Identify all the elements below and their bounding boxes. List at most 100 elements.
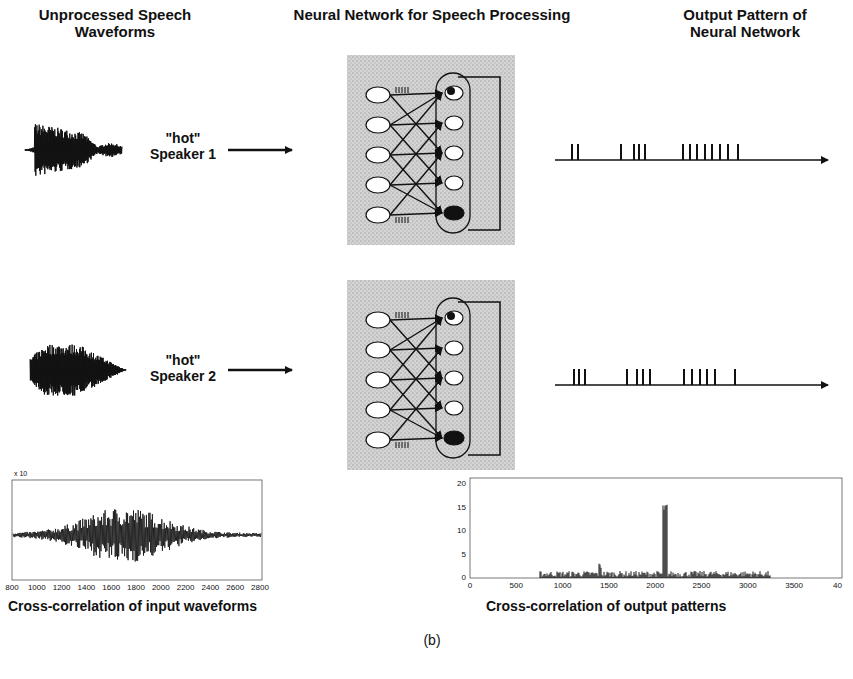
output-neuron — [444, 431, 464, 445]
output-spike — [689, 144, 691, 160]
tick-label: 2000 — [646, 581, 664, 590]
output-neuron — [445, 401, 463, 415]
speech-waveform — [30, 345, 126, 396]
output-neuron — [445, 341, 463, 355]
output-spike — [706, 369, 708, 385]
tick-label: 2200 — [177, 583, 195, 592]
spike-tick — [408, 217, 409, 223]
tick-label: 1600 — [102, 583, 120, 592]
chart-frame — [470, 478, 842, 578]
tick-label: 15 — [457, 503, 466, 512]
output-neuron — [444, 206, 464, 220]
spike-tick — [405, 87, 406, 93]
output-correlation-trace — [540, 505, 770, 578]
output-spike — [626, 369, 628, 385]
input-neuron — [366, 342, 390, 358]
tick-label: 1200 — [53, 583, 71, 592]
output-neuron — [445, 86, 463, 100]
tick-label: 2500 — [693, 581, 711, 590]
tick-label: 2600 — [226, 583, 244, 592]
tick-label: 10 — [457, 526, 466, 535]
spike-tick — [396, 442, 397, 448]
spike-tick — [402, 312, 403, 318]
chart-title: Cross-correlation of output patterns — [486, 598, 726, 614]
output-spike — [649, 369, 651, 385]
output-spike — [577, 144, 579, 160]
tick-label: 3500 — [785, 581, 803, 590]
output-spike — [696, 144, 698, 160]
input-neuron — [366, 207, 390, 223]
time-axis — [555, 159, 828, 161]
spike-tick — [399, 442, 400, 448]
network-panel — [347, 280, 515, 470]
input-arrow — [228, 369, 292, 372]
tick-label: 0 — [462, 573, 466, 582]
output-spike — [636, 369, 638, 385]
synapse-arrow — [390, 318, 442, 320]
input-neuron — [366, 372, 390, 388]
chart-title: Cross-correlation of input waveforms — [8, 598, 257, 614]
output-neuron — [445, 311, 463, 325]
input-neuron — [366, 87, 390, 103]
spike-tick — [408, 312, 409, 318]
input-neuron — [366, 432, 390, 448]
spike-tick — [396, 312, 397, 318]
output-neuron — [445, 116, 463, 130]
tick-label: 500 — [510, 581, 523, 590]
input-neuron — [366, 312, 390, 328]
tick-label: 1000 — [554, 581, 572, 590]
output-spike — [727, 144, 729, 160]
tick-label: 1400 — [78, 583, 96, 592]
synapse-arrow — [390, 93, 442, 155]
synapse-arrow — [390, 318, 442, 350]
speech-waveform — [25, 124, 122, 176]
synapse-arrow — [390, 318, 442, 380]
spike-tick — [399, 87, 400, 93]
feedback-wire — [458, 302, 500, 455]
output-spike — [691, 369, 693, 385]
figure-caption: (b) — [423, 632, 440, 648]
output-spike — [704, 144, 706, 160]
tick-label: 800 — [5, 583, 18, 592]
synapse-arrow — [390, 93, 442, 95]
output-spike — [642, 369, 644, 385]
tick-label: 40 — [833, 581, 842, 590]
synapse-arrow — [390, 153, 442, 215]
output-spike — [699, 369, 701, 385]
tick-label: 2400 — [202, 583, 220, 592]
spike-tick — [405, 217, 406, 223]
output-spike — [644, 144, 646, 160]
neuron-dot — [447, 312, 455, 320]
tick-label: 1000 — [28, 583, 46, 592]
column-heading: Output Pattern of Neural Network — [670, 6, 820, 41]
output-spike — [734, 369, 736, 385]
output-neuron — [445, 146, 463, 160]
tick-label: 0 — [468, 581, 472, 590]
feedback-wire — [458, 77, 500, 230]
tick-label: 3000 — [739, 581, 757, 590]
spike-tick — [399, 312, 400, 318]
column-heading: Unprocessed Speech Waveforms — [28, 6, 203, 41]
spike-tick — [405, 442, 406, 448]
spike-tick — [408, 87, 409, 93]
output-spike — [578, 369, 580, 385]
output-neuron — [445, 371, 463, 385]
synapse-arrow — [390, 348, 442, 410]
spike-tick — [396, 87, 397, 93]
output-spike — [638, 144, 640, 160]
network-panel — [347, 55, 515, 245]
spike-tick — [408, 442, 409, 448]
speaker-label: "hot" Speaker 1 — [145, 130, 221, 162]
output-spike — [633, 144, 635, 160]
output-spike — [584, 369, 586, 385]
spike-tick — [402, 442, 403, 448]
chart-frame — [12, 480, 262, 580]
input-correlation-trace — [13, 510, 261, 562]
input-neuron — [366, 147, 390, 163]
output-spike — [573, 369, 575, 385]
output-spike — [719, 144, 721, 160]
synapse-arrow — [390, 123, 442, 185]
input-neuron — [366, 117, 390, 133]
output-spike — [711, 144, 713, 160]
